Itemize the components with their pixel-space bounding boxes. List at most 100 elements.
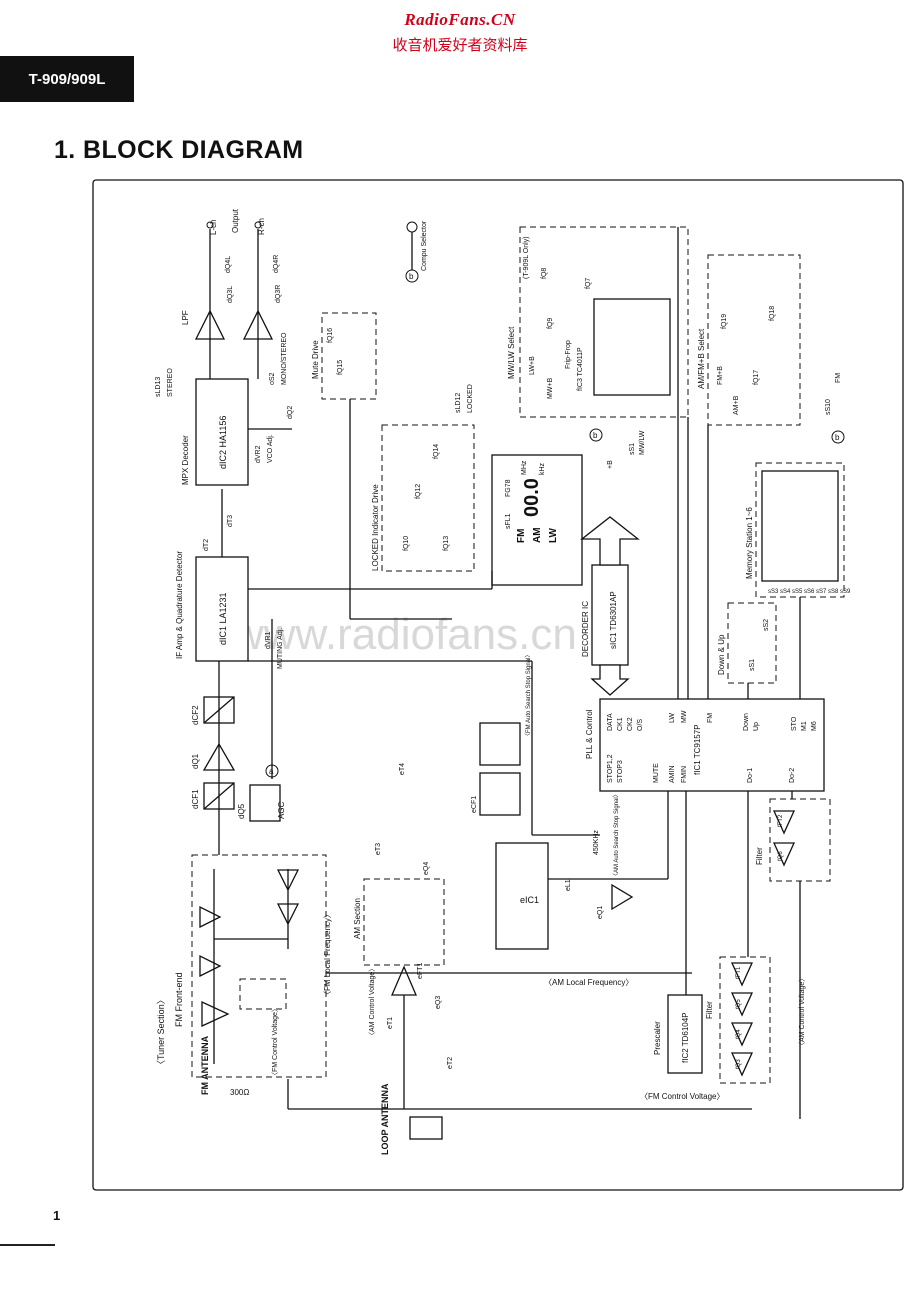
label-dcf2: dCF2 [191, 705, 200, 725]
label-lw-b: LW+B [529, 356, 536, 375]
label-fq17: fQ17 [753, 370, 760, 385]
label-fq4: fQ4 [736, 1029, 742, 1039]
label-fm-control-bottom: 〈FM Control Voltage〉 [640, 1092, 724, 1101]
label-dq3l: dQ3L [227, 286, 234, 303]
label-am-local: 〈AM Local Frequency〉 [544, 978, 633, 987]
section-mpx: MPX Decoder [181, 435, 190, 485]
ffq2-stage [772, 810, 796, 835]
section-am-fm-b-select: AM/FM+B Select [697, 328, 706, 389]
footer-rule [0, 1244, 55, 1246]
pin-down: Down [743, 713, 750, 731]
label-rch: R-ch [257, 218, 266, 235]
section-tuner: 〈Tuner Section〉 [156, 995, 166, 1069]
label-fq7: fQ7 [585, 278, 592, 289]
label-memory-switches: sS3 sS4 sS5 sS6 sS7 sS8 sS9 [768, 589, 851, 595]
label-ss10: sS10 [825, 399, 832, 415]
section-pll: PLL & Control [585, 709, 594, 759]
section-memory: Memory Station 1~6 [745, 507, 754, 579]
eq1-amp [611, 883, 634, 911]
section-if-amp: IF Amp & Quadrature Detector [175, 551, 184, 659]
decoder-arrow [590, 664, 630, 696]
pin-do2: Do-2 [789, 768, 796, 783]
label-ecf1: eCF1 [471, 796, 478, 813]
label-fq19: fQ19 [721, 314, 728, 329]
label-am-ic: eIC1 [520, 895, 539, 905]
label-am-auto-stop: 〈AM Auto Search Stop Signal〉 [613, 791, 620, 879]
label-plus-b-1: +B [607, 460, 614, 469]
fq6-stage [772, 842, 796, 867]
page-number: 1 [53, 1208, 61, 1223]
label-prescaler-ic: fIC2 TD6104P [681, 1012, 690, 1063]
label-450khz: 450KHz [593, 830, 600, 855]
pin-m1: M1 [801, 721, 808, 731]
label-dq3r: dQ3R [275, 285, 282, 303]
model-tab: T-909/909L [0, 56, 134, 102]
label-mono-stereo: MONO/STEREO [281, 332, 288, 385]
label-300-ohm: 300Ω [230, 1088, 249, 1097]
label-sfl1: sFL1 [505, 513, 512, 529]
ecf1-filter [479, 722, 521, 766]
label-ss1-mwlw: sS1 [629, 443, 636, 455]
label-fm-control: 〈FM Control Voltage〉 [271, 1005, 279, 1079]
fq3-stage [730, 1052, 754, 1077]
fft1-stage [730, 962, 754, 987]
label-fq8: fQ8 [541, 268, 548, 279]
am-ic [495, 842, 549, 950]
label-fq6: fQ6 [778, 851, 784, 861]
pin-ck1: CK1 [617, 717, 624, 731]
label-fm-sw: FM [835, 373, 842, 383]
label-fq13: fQ13 [443, 536, 450, 551]
label-fq18: fQ18 [769, 306, 776, 321]
am-rf-amp [391, 965, 417, 996]
section-mw-lw-select: MW/LW Select [507, 326, 516, 379]
label-pll-ic: fIC1 TC9157P [693, 724, 702, 775]
label-t909l-only-1: (T-909L Only) [523, 236, 530, 279]
fm-amp-1 [199, 905, 222, 929]
model-label: T-909/909L [28, 70, 106, 88]
label-fq14: fQ14 [433, 444, 440, 459]
mpx-decoder-ic [195, 378, 249, 486]
label-mw-lw: MW/LW [639, 430, 646, 455]
pin-sto: STO [791, 716, 798, 731]
display-digits: 00.0 [521, 478, 543, 517]
label-muting-adj: MUTING Adj. [277, 628, 284, 669]
pin-o5: O/S [637, 719, 644, 731]
section-filter-1: Filter [755, 847, 764, 865]
pll-control-ic [599, 698, 825, 792]
prescaler-ic [667, 994, 703, 1074]
section-decorder: DECORDER IC [581, 601, 590, 657]
label-am-control: 〈AM Control Voltage〉 [368, 965, 376, 1039]
pin-amin: AMIN [669, 766, 676, 784]
label-dt2: dT2 [203, 539, 210, 551]
label-os2: oS2 [269, 372, 276, 385]
label-am-control-right: 〈AM Control Voltage〉 [798, 975, 806, 1049]
label-mw-b: MW+B [547, 377, 554, 399]
block-diagram: www.radiofans.cn FM Front-end 〈Tuner Sec… [92, 179, 904, 1191]
pin-data: DATA [607, 713, 614, 731]
pin-ck2: CK2 [627, 717, 634, 731]
section-filter-2: Filter [705, 1001, 714, 1019]
label-stereo: STEREO [167, 368, 174, 397]
label-output: Output [231, 208, 240, 233]
label-sld12: sLD12 [455, 393, 462, 413]
label-mpx-ic: dIC2 HA1156 [218, 416, 228, 469]
fl-display [491, 454, 583, 586]
display-arrow [580, 516, 640, 566]
fm-amp-3 [201, 1000, 230, 1028]
label-dvr1: dVR1 [265, 631, 272, 649]
label-el1: eL1 [565, 879, 572, 891]
pin-stop12: STOP1,2 [607, 754, 614, 783]
label-et3: eT3 [375, 843, 382, 855]
pin-fmin: FMIN [681, 766, 688, 783]
display-fm: FM [516, 529, 527, 543]
label-eq1: eQ1 [597, 906, 604, 919]
label-et2: eT2 [447, 1057, 454, 1069]
display-mhz: MHz [521, 460, 528, 475]
watermark-center: www.radiofans.cn [231, 610, 577, 659]
label-fq12: fQ12 [415, 484, 422, 499]
label-am-b: AM+B [733, 395, 740, 415]
agc-block [249, 784, 281, 822]
label-fm-b: FM+B [717, 366, 724, 385]
label-fq3: fQ3 [736, 1059, 742, 1069]
pin-do1: Do-1 [747, 768, 754, 783]
